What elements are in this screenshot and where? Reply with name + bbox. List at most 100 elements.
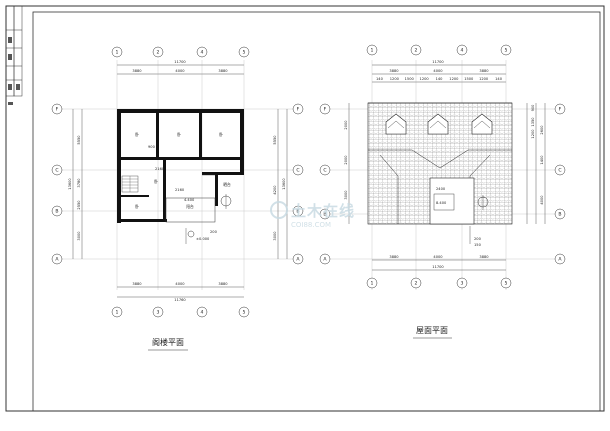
lp-right-axis-A-label: A [296,257,300,263]
lp-left-axis-C-label: C [55,168,58,174]
rp-left-axis-A-label: A [323,257,327,263]
rp-left-axis-B-label: B [323,212,326,218]
rp-left-axis-F-label: F [324,107,327,113]
lp-left-overall: 13600 [68,178,72,190]
attic-floor-plan: 11700 3880 4000 3880 [51,46,304,351]
rp-left-axis-B: B [319,208,331,220]
lp-right-axis-F: F [292,103,304,115]
lp-bottom-span-3: 3880 [218,282,228,286]
lp-right-span-2: 4200 [273,185,277,195]
rp-label-1: 2400 [436,187,446,191]
lp-label-3: 2160 [155,167,165,171]
lp-top-span-1: 3880 [132,69,142,73]
rp-bottom-overall: 11700 [432,265,444,269]
rp-left-axis-A: A [319,253,331,265]
lp-top-span-2: 4000 [175,69,185,73]
lp-room-7: 晒台 [223,182,231,187]
lp-right-overall: 13600 [282,178,286,190]
lp-right-span-3: 3000 [273,231,277,241]
lp-top-span-3: 3880 [218,69,228,73]
rp-top-sub-2: 1500 [405,77,415,81]
rp-right-axis-A-label: A [558,257,562,263]
rp-right-axis-B: B [554,208,566,220]
lp-right-axis-B: B [292,205,304,217]
lp-top-axis-5: 5 [238,46,250,58]
lp-caption: 阁楼平面 [152,337,184,347]
rp-caption: 屋面平面 [416,326,448,335]
rp-label-3: 200 [474,237,482,241]
rp-right-axis-C: C [554,164,566,176]
rp-bottom-axis-2-label: 2 [415,281,418,287]
lp-bottom-axis-3-label: 3 [157,310,160,316]
lp-room-2: 卧 [177,132,181,137]
rp-left-axis-F: F [319,103,331,115]
lp-right-axis-B-label: B [296,209,299,215]
rp-top-axis-4-label: 4 [461,48,464,54]
rp-left-axis-C: C [319,164,331,176]
rp-left-span-2: 2000 [344,155,348,165]
rp-right-span-5: 1400 [540,155,544,165]
lp-right-axis-A: A [292,253,304,265]
lp-left-span-4: 3000 [77,231,81,241]
rp-top-sub-7: 1200 [479,77,489,81]
rp-right-axis-F: F [554,103,566,115]
lp-left-axis-A: A [51,253,63,265]
lp-label-6: 200 [210,230,218,234]
rp-top-axis-1-label: 1 [371,48,374,54]
lp-room-3: 卧 [219,132,223,137]
rp-right-span-2: 1350 [531,117,535,127]
watermark: 土木在线 COI88.COM [270,201,355,229]
lp-bottom-axis-5: 5 [238,306,250,318]
rp-left-axis-C-label: C [323,168,326,174]
lp-bottom-axis-3: 3 [152,306,164,318]
lp-left-axis-B-label: B [55,209,58,215]
lp-bottom-overall: 11760 [174,298,186,302]
rp-right-axis-C-label: C [558,168,561,174]
lp-left-span-3: 2550 [77,200,81,210]
stair [121,175,139,193]
rp-bottom-axis-3: 3 [456,277,468,289]
lp-room-1: 卧 [135,132,139,137]
lp-left-axis-F-label: F [56,107,59,113]
rp-top-span-1: 3880 [389,69,399,73]
rp-top-span-2: 4000 [433,69,443,73]
lp-top-axis-4: 4 [196,46,208,58]
rp-top-axis-5: 5 [500,44,512,56]
rp-right-span-4: 2600 [540,125,544,135]
lp-bottom-axis-1-label: 1 [116,310,119,316]
rp-top-sub-5: 1200 [449,77,459,81]
rp-right-axis-B-label: B [558,212,561,218]
lp-bottom-axis-4-label: 4 [201,310,204,316]
rp-label-4: 150 [474,243,482,247]
lp-bottom-axis-1: 1 [111,306,123,318]
rp-top-axis-1: 1 [366,44,378,56]
rp-bottom-span-3: 3880 [479,255,489,259]
lp-room-6: 阳台 [186,204,194,209]
lp-right-axis-C-label: C [296,168,299,174]
rp-top-axis-2: 2 [410,44,422,56]
lp-label-1: 900 [148,145,156,149]
rp-bottom-axis-5: 5 [500,277,512,289]
dormers [385,113,493,135]
lp-left-span-1: 5550 [77,135,81,145]
rp-right-axis-F-label: F [559,107,562,113]
rp-top-axis-2-label: 2 [415,48,418,54]
rp-bottom-axis-2: 2 [410,277,422,289]
rp-top-sub-6: 1500 [464,77,474,81]
watermark-main: 土木在线 [291,202,355,220]
lp-bottom-span-1: 3880 [132,282,142,286]
lp-room-5: 卧 [154,179,158,184]
lp-bottom-span-2: 4000 [175,282,185,286]
rp-top-axis-4: 4 [456,44,468,56]
rp-top-span-3: 3880 [479,69,489,73]
lp-right-axis-F-label: F [297,107,300,113]
rp-right-span-6: 4000 [540,195,544,205]
title-block [5,5,23,105]
lp-left-axis-C: C [51,164,63,176]
lp-top-axis-1: 1 [111,46,123,58]
lp-top-axis-2: 2 [152,46,164,58]
rp-bottom-span-2: 4000 [433,255,443,259]
lp-left-axis-F: F [51,103,63,115]
